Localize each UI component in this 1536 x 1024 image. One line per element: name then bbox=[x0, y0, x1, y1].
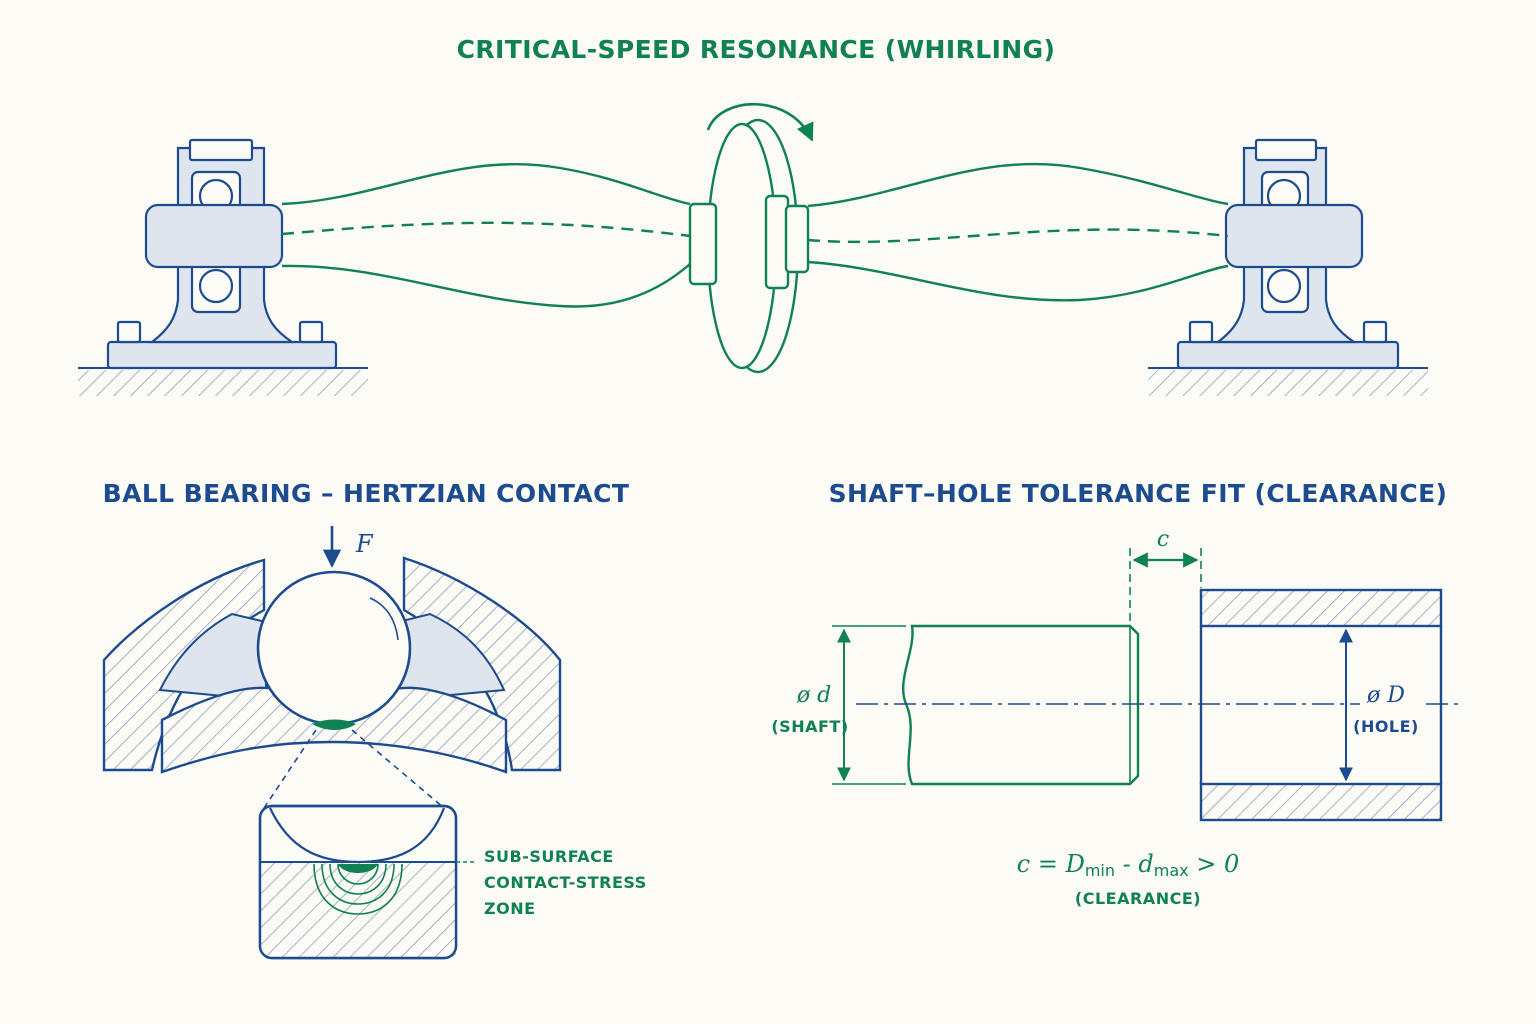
cage-right bbox=[397, 612, 506, 702]
zoom-line-left bbox=[263, 729, 317, 809]
contact-patch bbox=[312, 719, 356, 730]
formula-sub-min: min bbox=[1085, 861, 1115, 880]
formula-note: (CLEARANCE) bbox=[1075, 889, 1201, 908]
hole-diameter: ø D bbox=[1366, 683, 1405, 708]
right-pillow-block bbox=[1176, 138, 1400, 370]
left-ground bbox=[78, 367, 368, 396]
whirling-title: CRITICAL-SPEED RESONANCE (WHIRLING) bbox=[457, 35, 1056, 64]
shaft bbox=[901, 624, 1140, 786]
hole-bushing bbox=[1199, 588, 1443, 822]
fit-section: SHAFT–HOLE TOLERANCE FIT (CLEARANCE) c ø… bbox=[771, 479, 1460, 908]
force-label: F bbox=[355, 530, 374, 558]
clearance-symbol: c bbox=[1157, 527, 1169, 552]
bearing-section: BALL BEARING – HERTZIAN CONTACT F bbox=[103, 479, 647, 960]
right-ground bbox=[1148, 367, 1428, 396]
contact-detail-inset bbox=[258, 804, 458, 960]
hole-label: (HOLE) bbox=[1353, 717, 1419, 736]
shaft-label: (SHAFT) bbox=[771, 717, 848, 736]
zone-label-line-3: ZONE bbox=[484, 899, 536, 918]
whirling-section: CRITICAL-SPEED RESONANCE (WHIRLING) bbox=[78, 35, 1428, 396]
formula-sub-max: max bbox=[1154, 861, 1189, 880]
cage-left bbox=[158, 612, 267, 702]
rotation-arrow-icon bbox=[706, 102, 814, 142]
clearance-formula: c = Dmin - dmax > 0 bbox=[1017, 850, 1239, 880]
formula-minus: - d bbox=[1115, 850, 1154, 878]
bearing-ball bbox=[256, 570, 412, 726]
zoom-line-right bbox=[351, 729, 445, 809]
formula-rhs: > 0 bbox=[1189, 850, 1240, 878]
fit-title: SHAFT–HOLE TOLERANCE FIT (CLEARANCE) bbox=[829, 479, 1448, 508]
whirling-shaft bbox=[281, 162, 1229, 308]
rotor-disk bbox=[688, 118, 810, 374]
formula-lhs: c = D bbox=[1017, 850, 1085, 878]
zone-label-line-2: CONTACT-STRESS bbox=[484, 873, 647, 892]
bearing-title: BALL BEARING – HERTZIAN CONTACT bbox=[103, 479, 630, 508]
zone-label-line-1: SUB-SURFACE bbox=[484, 847, 614, 866]
ball-highlight bbox=[369, 597, 399, 641]
left-pillow-block bbox=[106, 138, 338, 370]
shaft-diameter: ø d bbox=[796, 683, 831, 708]
